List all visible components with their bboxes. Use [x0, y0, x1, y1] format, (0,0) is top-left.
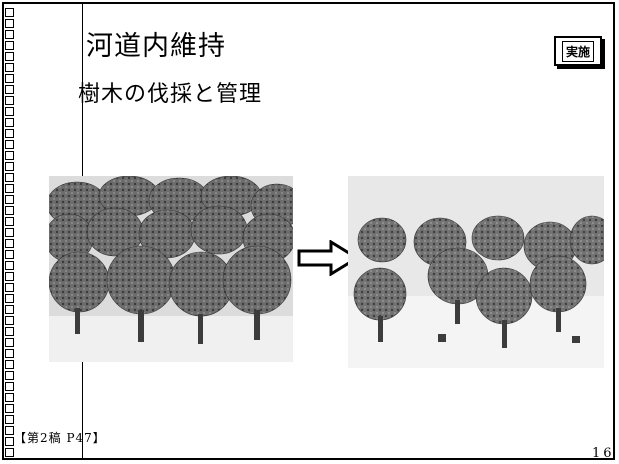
slide-subtitle: 樹木の伐採と管理 — [78, 82, 263, 107]
page-number: 16 — [592, 446, 615, 460]
slide: 河道内維持 樹木の伐採と管理 実施 — [2, 2, 615, 460]
reference-label: 【第2稿 P47】 — [14, 431, 106, 445]
status-badge: 実施 — [554, 36, 602, 66]
right-arrow-icon — [297, 240, 360, 276]
thinned-trees-illustration — [348, 176, 604, 368]
binding-holes — [4, 4, 16, 458]
status-badge-label: 実施 — [561, 40, 594, 62]
slide-title: 河道内維持 — [86, 31, 226, 62]
dense-trees-illustration — [49, 176, 293, 362]
